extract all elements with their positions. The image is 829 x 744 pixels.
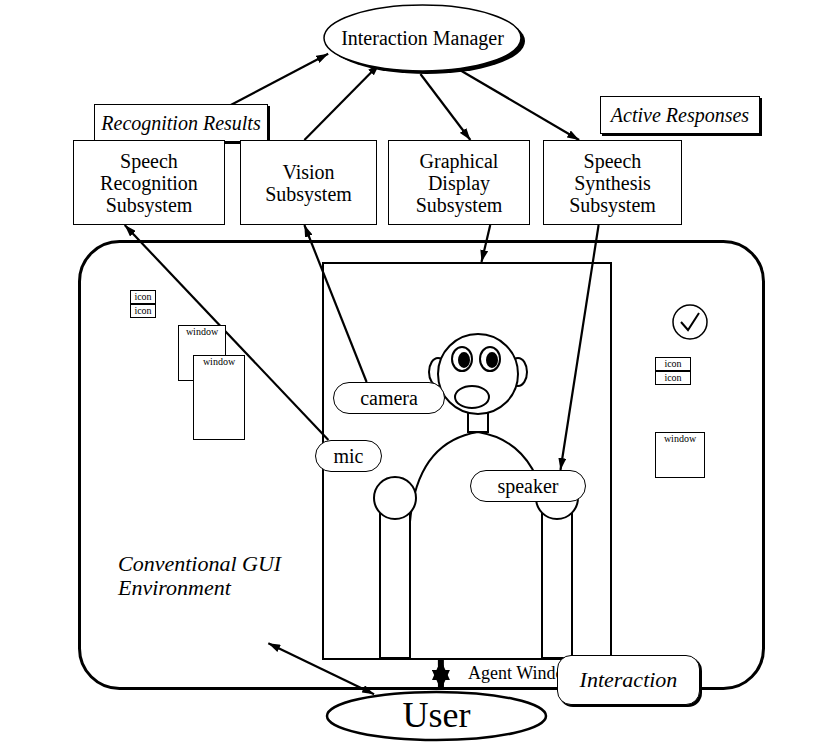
node-text: window (186, 326, 218, 337)
subsystem-box: Speech Recognition Subsystem (73, 140, 225, 225)
connector-arrow (560, 225, 598, 470)
interaction-tag: Interaction (557, 655, 700, 705)
subsystem-box: Speech Synthesis Subsystem (543, 140, 682, 225)
mic-label: mic (315, 440, 382, 472)
node-text: speaker (497, 475, 558, 497)
subsystem-box: Graphical Display Subsystem (388, 140, 530, 225)
node-text: Speech Recognition Subsystem (78, 150, 220, 216)
node-text: camera (360, 387, 418, 409)
manager-ellipse: Interaction Manager (320, 2, 525, 74)
node-text: Recognition Results (101, 112, 260, 134)
gui-environment: Conventional GUI Environment icon icon wind… (78, 240, 765, 690)
node-text: Speech Synthesis Subsystem (548, 150, 677, 216)
connector-arrow (125, 225, 329, 440)
icon-box: icon (655, 357, 691, 371)
node-text: Vision Subsystem (245, 161, 372, 205)
user-ellipse: User (325, 690, 548, 742)
connector-arrow (304, 64, 379, 140)
node-text: icon (664, 372, 681, 383)
window-box: window (193, 355, 245, 440)
node-text: Conventional GUI Environment (118, 552, 288, 600)
connector-arrow (459, 70, 579, 140)
node-text: Interaction (580, 668, 678, 692)
node-text: icon (664, 358, 681, 369)
node-text: window (664, 433, 696, 444)
node-text: Graphical Display Subsystem (393, 150, 525, 216)
speaker-label: speaker (470, 470, 586, 502)
icon-box: icon (130, 304, 156, 318)
icon-box: icon (130, 290, 156, 304)
agent-window: Agent Windowcameramicspeaker (322, 262, 612, 660)
connector-arrow (482, 225, 491, 262)
icon-box: icon (655, 371, 691, 385)
checkmark-circle (673, 305, 707, 339)
node-text: icon (134, 291, 151, 302)
node-text: Interaction Manager (341, 27, 504, 49)
node-text: icon (134, 305, 151, 316)
camera-label: camera (333, 382, 445, 414)
checkmark (681, 313, 699, 330)
subsystem-box: Vision Subsystem (240, 140, 377, 225)
result-tag: Recognition Results (94, 104, 267, 142)
node-text: User (403, 696, 471, 736)
node-text: mic (334, 445, 364, 467)
window-box: window (655, 432, 705, 478)
connector-arrow (304, 225, 366, 382)
connector-arrow (268, 643, 374, 694)
connector-arrow (420, 74, 470, 140)
node-text: Active Responses (611, 104, 749, 126)
node-text: window (203, 356, 235, 367)
connector-arrow (438, 660, 444, 690)
response-tag: Active Responses (600, 96, 760, 134)
